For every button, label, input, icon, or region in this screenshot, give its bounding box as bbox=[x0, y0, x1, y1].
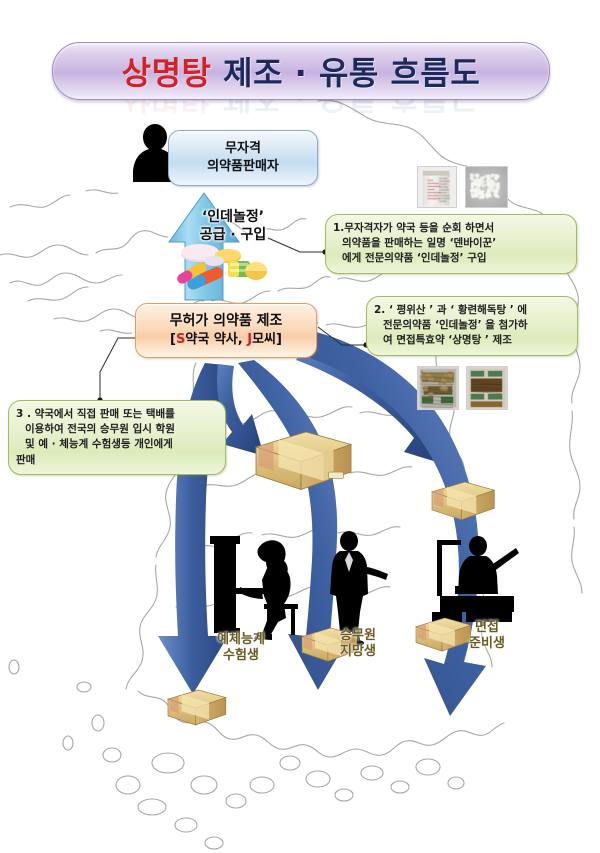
seller-line-1: 무자격 bbox=[225, 141, 261, 157]
callout-1-line-3: 에게 전문의약품 ‘인데놀정’ 구입 bbox=[342, 252, 487, 265]
target-arts-line-2: 수험생 bbox=[223, 648, 259, 664]
parcel-box-icon-5 bbox=[166, 689, 227, 726]
pills-cluster-icon bbox=[177, 244, 267, 290]
callout-2-line-3: 여 면접특효약 ‘상명탕 ’ 제조 bbox=[383, 334, 512, 347]
parcel-box-icon-3 bbox=[300, 627, 358, 662]
maker-sub-tail: 모씨] bbox=[252, 331, 282, 347]
target-arts-line-1: 예체능계 bbox=[217, 632, 265, 647]
parcel-box-icon-4 bbox=[414, 617, 472, 652]
page-title-highlight: 상명탕 bbox=[121, 54, 212, 92]
seller-line-2: 의약품판매자 bbox=[207, 159, 279, 174]
target-label-arts: 예체능계 수험생 bbox=[196, 632, 286, 665]
callout-step-1: 1.무자격자가 약국 등을 순회 하면서 의약품을 판매하는 일명 ‘덴바이꾼’… bbox=[325, 214, 577, 274]
target-interview-line-2: 준비생 bbox=[469, 636, 505, 652]
callout-1-line-1: 1.무자격자가 약국 등을 순회 하면서 bbox=[333, 222, 495, 234]
target-crew-line-2: 지망생 bbox=[340, 644, 376, 660]
target-label-interview: 면접 준비생 bbox=[452, 620, 522, 653]
maker-sub-s: S bbox=[176, 331, 186, 347]
maker-sub-j: J bbox=[247, 331, 253, 347]
target-interview-line-1: 면접 bbox=[475, 620, 499, 635]
pianist-silhouette-icon bbox=[210, 536, 298, 640]
herbal-equipment-photo bbox=[417, 366, 459, 410]
callout-2-line-2: 전문의약품 ‘인데놀정’ 을 첨가하 bbox=[383, 319, 528, 332]
page-title-rest: 제조 · 유통 흐름도 bbox=[223, 54, 481, 92]
down-arrow-icon-far-right bbox=[310, 332, 486, 716]
herbal-packets-photo bbox=[466, 366, 508, 410]
supply-line-2: 공급 · 구입 bbox=[199, 227, 267, 244]
callout-3-line-1: 3 . 약국에서 직접 판매 또는 택배를 bbox=[16, 408, 175, 420]
callout-2-line-1: 2. ‘ 평위산 ’ 과 ‘ 황련해독탕 ’ 에 bbox=[374, 304, 528, 316]
maker-title: 무허가 의약품 제조 bbox=[169, 313, 283, 330]
parcel-box-icon-2 bbox=[430, 481, 496, 521]
callout-step-3: 3 . 약국에서 직접 판매 또는 택배를 이용하여 전국의 승무원 입시 학원… bbox=[8, 400, 226, 475]
page-title-banner: 상명탕 제조 · 유통 흐름도 bbox=[52, 42, 550, 100]
maker-subject: [S약국 약사, J모씨] bbox=[170, 332, 282, 349]
down-arrow-icon-parcel-1 bbox=[217, 364, 264, 456]
page-title: 상명탕 제조 · 유통 흐름도 bbox=[122, 48, 481, 94]
white-tablets-photo bbox=[465, 166, 508, 208]
parcel-box-icon-1 bbox=[254, 431, 353, 491]
pill-bottle-photo bbox=[417, 166, 457, 208]
supply-purchase-label: ‘인데놀정’ 공급 · 구입 bbox=[163, 208, 303, 244]
callout-1-line-2: 의약품을 판매하는 일명 ‘덴바이꾼’ bbox=[342, 237, 497, 250]
target-crew-line-1: 승무원 bbox=[340, 628, 376, 643]
interview-silhouette-icon bbox=[432, 536, 519, 622]
callout-3-line-3: 및 예 · 체능계 수험생등 개인에게 bbox=[25, 438, 173, 451]
callout-3-line-4: 판매 bbox=[16, 453, 36, 466]
supply-line-1: ‘인데놀정’ bbox=[201, 209, 265, 225]
down-arrow-icon-mid bbox=[238, 360, 350, 690]
node-illegal-manufacturer[interactable]: 무허가 의약품 제조 [S약국 약사, J모씨] bbox=[135, 303, 317, 358]
target-label-crew: 승무원 지망생 bbox=[320, 628, 396, 661]
maker-sub-mid: 약국 약사, bbox=[185, 331, 248, 347]
person-silhouette-icon bbox=[133, 124, 177, 182]
callout-step-2: 2. ‘ 평위산 ’ 과 ‘ 황련해독탕 ’ 에 전문의약품 ‘인데놀정’ 을 … bbox=[366, 296, 578, 356]
callout-3-line-2: 이용하여 전국의 승무원 입시 학원 bbox=[25, 423, 175, 436]
maker-sub-open: [ bbox=[170, 331, 176, 347]
node-unlicensed-seller[interactable]: 무자격 의약품판매자 bbox=[168, 130, 318, 186]
down-arrow-icon-left bbox=[158, 363, 233, 694]
